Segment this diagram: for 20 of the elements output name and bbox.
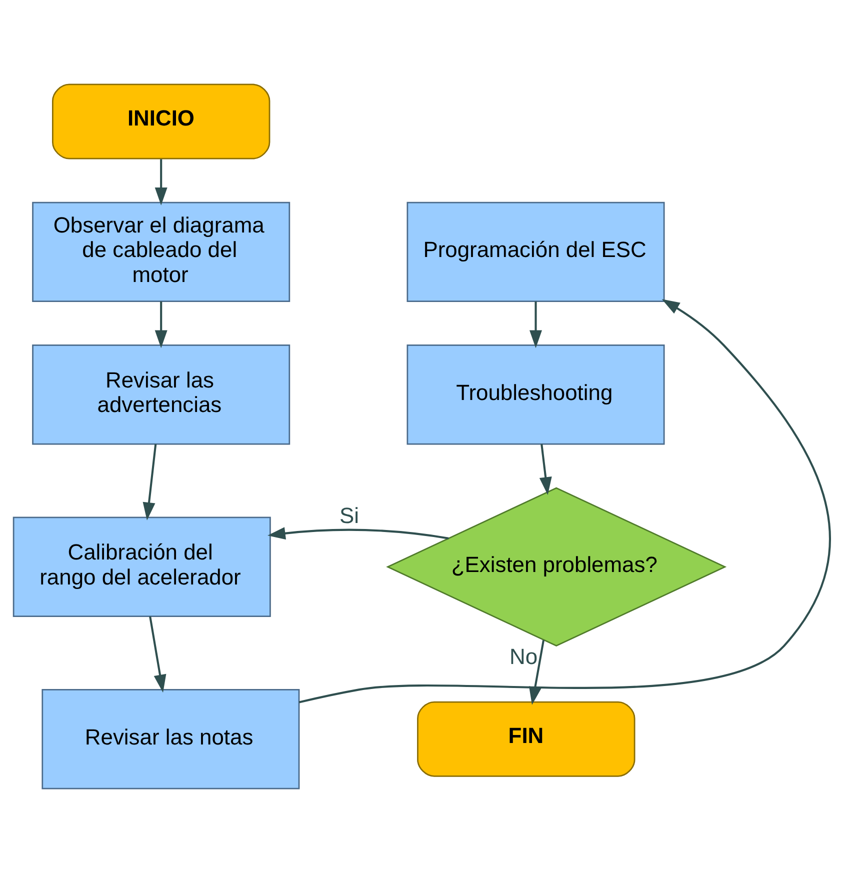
node-box: Calibración del rango del acelerador	[12, 516, 271, 617]
edge-label: No	[510, 644, 538, 670]
node-box: FIN	[417, 701, 636, 777]
node-box: Troubleshooting	[406, 344, 665, 445]
node-box: Observar el diagrama de cableado del motor	[32, 202, 290, 302]
arrow	[539, 444, 552, 496]
arrow	[154, 159, 168, 206]
arrow	[268, 527, 449, 540]
arrow	[528, 640, 545, 705]
arrow	[298, 299, 831, 704]
arrow	[154, 301, 168, 348]
node-box: Programación del ESC	[406, 202, 665, 302]
node-box: Revisar las advertencias	[32, 344, 290, 445]
edge-label: Si	[339, 502, 359, 528]
arrow	[530, 301, 542, 348]
node-box: Revisar las notas	[42, 689, 300, 790]
node-diamond: ¿Existen problemas?	[386, 487, 727, 647]
node-box: INICIO	[52, 84, 270, 160]
arrow	[149, 616, 166, 693]
arrow	[142, 444, 157, 520]
